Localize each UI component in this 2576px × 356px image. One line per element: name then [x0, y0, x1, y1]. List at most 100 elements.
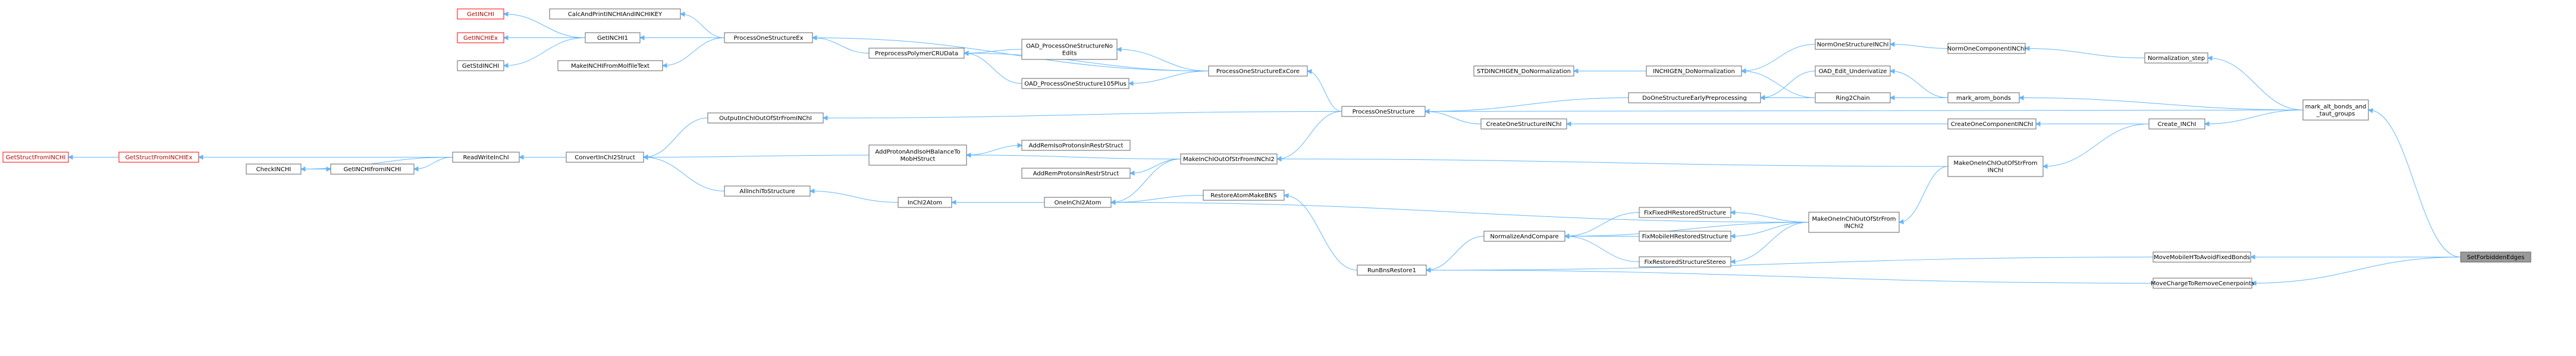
node-AddRemProtonsInRestrStruct[interactable]: AddRemProtonsInRestrStruct: [1021, 168, 1131, 179]
node-label: CreateOneComponentINChI: [1951, 121, 2033, 128]
node-box: [1044, 197, 1112, 208]
node-CreateOneStructureINChI[interactable]: CreateOneStructureINChI: [1480, 118, 1567, 130]
node-label: FixRestoredStructureStereo: [1644, 259, 1725, 266]
edge-ProcessOneStructureEx-to-PreprocessPolymerCRUData: [811, 35, 870, 53]
edge-FixFixedHRestoredStructure-to-MakeOneInChIOutOfStrFromINChI2: [1730, 210, 1809, 223]
edge-AddRemProtonsInRestrStruct-to-MakeInChIOutOfStrFromINChI2: [1129, 159, 1181, 176]
node-MakeInChIOutOfStrFromINChI2[interactable]: MakeInChIOutOfStrFromINChI2: [1180, 153, 1278, 165]
node-GetINCHI1[interactable]: GetINCHI1: [585, 32, 641, 43]
node-MoveMobileH[interactable]: MoveMobileHToAvoidFixedBonds: [2153, 251, 2251, 263]
edge-RunBnsRestore1-to-MoveMobileH: [1425, 257, 2154, 273]
edge-OAD_PS_NoEdits-to-ProcessOneStructureExCore: [1116, 46, 1209, 71]
node-GetStructFromINCHIEx[interactable]: GetStructFromINCHIEx: [118, 152, 199, 163]
node-NormalizeAndCompare[interactable]: NormalizeAndCompare: [1483, 231, 1565, 242]
node-label: SetForbiddenEdges: [2467, 254, 2525, 261]
node-label: STDINCHIGEN_DoNormalization: [1477, 68, 1571, 75]
node-label: PreprocessPolymerCRUData: [875, 51, 958, 57]
node-OAD_PS_105Plus[interactable]: OAD_ProcessOneStructure105Plus: [1021, 78, 1129, 89]
node-label: MakeOneInChIOutOfStrFrom: [1812, 216, 1896, 223]
node-box: [1808, 212, 1900, 233]
node-label: MoveChargeToRemoveCenerpoints: [2151, 281, 2254, 287]
node-AddRemIsoProtonsInRestrStruct[interactable]: AddRemIsoProtonsInRestrStruct: [1021, 140, 1131, 151]
node-box: [1815, 65, 1891, 77]
node-NormOneComponentINChI[interactable]: NormOneComponentINChI: [1947, 43, 2026, 54]
node-PreprocessPolymerCRUData[interactable]: PreprocessPolymerCRUData: [868, 48, 965, 59]
node-box: [1203, 190, 1285, 201]
node-label: ProcessOneStructureExCore: [1216, 68, 1300, 75]
node-DoOneStructureEarlyPreprocessing[interactable]: DoOneStructureEarlyPreprocessing: [1628, 92, 1761, 103]
node-Normalization_step[interactable]: Normalization_step: [2144, 52, 2208, 64]
node-label: GetINCHIEx: [463, 35, 498, 42]
node-AllInchiToStructure[interactable]: AllInchiToStructure: [724, 185, 811, 197]
node-box: [585, 32, 641, 43]
node-FixRestoredStructureStereo[interactable]: FixRestoredStructureStereo: [1639, 256, 1731, 267]
node-ProcessOneStructureEx[interactable]: ProcessOneStructureEx: [724, 32, 813, 43]
edge-ConvertInChI2Struct-to-OutputInChIOutOfStrFromINChI: [642, 118, 708, 160]
node-ProcessOneStructure[interactable]: ProcessOneStructure: [1341, 106, 1426, 117]
node-OAD_Edit_Underivatize[interactable]: OAD_Edit_Underivatize: [1815, 65, 1891, 77]
node-ProcessOneStructureExCore[interactable]: ProcessOneStructureExCore: [1208, 65, 1308, 77]
node-CalcAndPrintINCHIAndINCHIKEY[interactable]: CalcAndPrintINCHIAndINCHIKEY: [549, 8, 681, 20]
edge-CreateOneStructureINChI-to-CreateOneComponentINChI: [1565, 121, 1948, 127]
node-GetStructFromINCHI[interactable]: GetStructFromINCHI: [2, 152, 69, 163]
node-GetINCHIEx[interactable]: GetINCHIEx: [457, 32, 504, 43]
node-RunBnsRestore1[interactable]: RunBnsRestore1: [1357, 264, 1427, 276]
node-box: [549, 8, 681, 20]
node-label: INCHIGEN_DoNormalization: [1653, 68, 1735, 75]
node-FixMobileHRestoredStructure[interactable]: FixMobileHRestoredStructure: [1639, 231, 1731, 242]
node-label: MakeOneInChIOutOfStrFrom: [1954, 160, 2038, 167]
node-Ring2Chain[interactable]: Ring2Chain: [1815, 92, 1891, 103]
edge-RunBnsRestore1-to-MoveCharge: [1425, 267, 2154, 283]
node-label: mark_arom_bonds: [1956, 95, 2011, 102]
node-label: AddProtonAndIsoHBalanceTo: [875, 149, 960, 156]
node-box: [457, 32, 504, 43]
node-OneInChI2Atom[interactable]: OneInChI2Atom: [1044, 197, 1112, 208]
node-label: OutputInChIOutOfStrFromINChI: [719, 115, 812, 122]
node-label: NormalizeAndCompare: [1490, 234, 1558, 240]
node-box: [1483, 231, 1565, 242]
edge-ProcessOneStructureExCore-to-ProcessOneStructure: [1306, 69, 1342, 112]
node-GetINCHI[interactable]: GetINCHI: [457, 8, 504, 20]
node-ReadWriteInChI[interactable]: ReadWriteInChI: [452, 152, 520, 163]
node-MakeINCHIFromMolfileText[interactable]: MakeINCHIFromMolfileText: [557, 60, 663, 71]
node-ConvertInChI2Struct[interactable]: ConvertInChI2Struct: [566, 152, 644, 163]
node-OutputInChIOutOfStrFromINChI[interactable]: OutputInChIOutOfStrFromINChI: [707, 112, 824, 124]
node-NormOneStructureINChI[interactable]: NormOneStructureINChI: [1815, 39, 1891, 50]
call-graph-edges: [67, 11, 2461, 286]
node-GetStdINCHI[interactable]: GetStdINCHI: [457, 60, 504, 71]
node-label: OAD_Edit_Underivatize: [1819, 68, 1887, 75]
node-box: [868, 144, 967, 166]
node-InChI2Atom[interactable]: InChI2Atom: [898, 197, 952, 208]
node-box: [1208, 65, 1308, 77]
node-box: [1341, 106, 1426, 117]
node-Create_INChI[interactable]: Create_INChI: [2148, 118, 2205, 130]
edge-MakeOneInChIOutOfStrFromINChI2-to-MakeOneInChIOutOfStrFromINChI: [1898, 166, 1949, 225]
node-label: Edits: [1062, 51, 1077, 57]
edge-InChI2Atom-to-OneInChI2Atom: [950, 200, 1044, 205]
node-label: MobHStruct: [900, 156, 936, 163]
node-STDINCHIGEN_DoNormalization[interactable]: STDINCHIGEN_DoNormalization: [1473, 65, 1574, 77]
node-box: [2148, 118, 2205, 130]
node-MoveCharge[interactable]: MoveChargeToRemoveCenerpoints: [2151, 278, 2254, 289]
node-label: MakeINCHIFromMolfileText: [571, 63, 650, 70]
call-graph-nodes: SetForbiddenEdges mark_alt_bonds_and_taut…: [2, 8, 2531, 289]
node-box: [118, 152, 199, 163]
node-CheckINCHI[interactable]: CheckINCHI: [246, 163, 302, 175]
edge-ProcessOneStructure-to-mark_alt_bonds: [1424, 109, 2304, 114]
node-mark_arom_bonds[interactable]: mark_arom_bonds: [1947, 92, 2020, 103]
node-SetForbiddenEdges[interactable]: SetForbiddenEdges: [2460, 251, 2531, 263]
node-label: ReadWriteInChI: [463, 155, 509, 161]
node-GetINCHIfromINCHI[interactable]: GetINCHIfromINCHI: [330, 163, 415, 175]
node-INCHIGEN_DoNormalization[interactable]: INCHIGEN_DoNormalization: [1646, 65, 1742, 77]
node-label: Normalization_step: [2148, 55, 2205, 62]
edge-mark_alt_bonds-to-SetForbiddenEdges: [2367, 108, 2461, 257]
node-FixFixedHRestoredStructure[interactable]: FixFixedHRestoredStructure: [1639, 207, 1731, 218]
node-label: CalcAndPrintINCHIAndINCHIKEY: [568, 11, 663, 18]
node-mark_alt_bonds[interactable]: mark_alt_bonds_and_taut_groups: [2302, 99, 2369, 121]
node-CreateOneComponentINChI[interactable]: CreateOneComponentINChI: [1947, 118, 2037, 130]
node-RestoreAtomMakeBNS[interactable]: RestoreAtomMakeBNS: [1203, 190, 1285, 201]
